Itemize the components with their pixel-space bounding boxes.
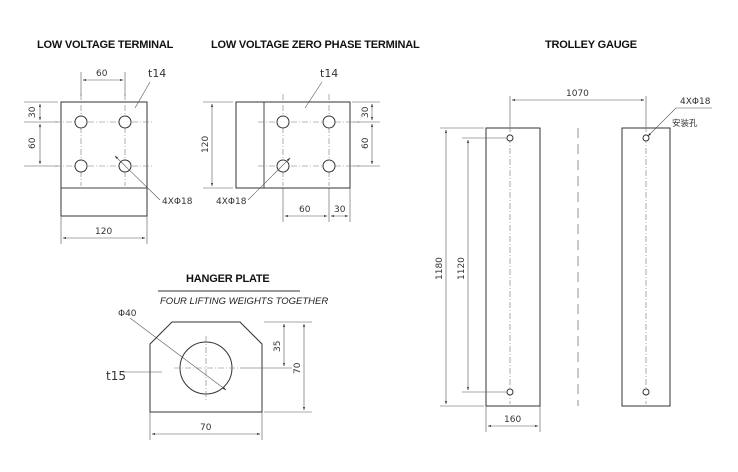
- title-low-voltage-zero-phase-terminal: LOW VOLTAGE ZERO PHASE TERMINAL: [211, 39, 420, 51]
- lvz-dim-right-top: 30: [361, 106, 371, 118]
- trolley-holes-leader: [647, 107, 677, 137]
- hanger-hole-leader: [129, 317, 227, 391]
- low-voltage-zero-phase-terminal-view: t14 120 30 60 4XΦ18 60 30: [201, 67, 380, 222]
- lvz-holes-note: 4XΦ18: [216, 197, 247, 207]
- lvz-hole: [322, 115, 336, 129]
- title-low-voltage-terminal: LOW VOLTAGE TERMINAL: [37, 39, 174, 51]
- hanger-plate-note: FOUR LIFTING WEIGHTS TOGETHER: [160, 296, 328, 307]
- lv-thickness-leader: [134, 81, 151, 109]
- lv-plate: [60, 101, 148, 189]
- lv-dim-left-top: 30: [28, 106, 38, 118]
- trolley-dim-top: 1070: [566, 89, 589, 99]
- trolley-hole: [642, 388, 650, 396]
- lvz-dim-left: 120: [201, 136, 211, 153]
- lvz-hole: [276, 159, 290, 173]
- hanger-thickness: t15: [106, 369, 126, 383]
- lvz-thickness-leader: [304, 81, 323, 109]
- lv-thickness: t14: [148, 67, 166, 80]
- hanger-hole-dia: Φ40: [118, 309, 137, 319]
- lvz-dim-bottom-b: 30: [334, 205, 346, 215]
- lvz-dim-right-mid: 60: [361, 137, 371, 149]
- trolley-dim-bottom: 160: [504, 415, 521, 425]
- lvz-hole: [276, 115, 290, 129]
- trolley-holes-note: 4XΦ18: [680, 97, 711, 107]
- title-hanger-plate: HANGER PLATE: [186, 273, 270, 285]
- lv-holes-leader: [114, 155, 161, 201]
- lvz-plate: [263, 101, 351, 189]
- lv-dim-bottom: 120: [95, 227, 112, 237]
- lv-dim-left-mid: 60: [28, 137, 38, 149]
- lv-hole: [74, 159, 88, 173]
- lv-dim-top: 60: [96, 69, 108, 79]
- lvz-dim-bottom-a: 60: [299, 205, 311, 215]
- hanger-dim-width: 70: [200, 423, 212, 433]
- trolley-dim-inner: 1120: [457, 257, 467, 280]
- lvz-holes-leader: [247, 157, 291, 201]
- hanger-plate-view: Φ40 35 70 t15 70: [106, 309, 312, 440]
- trolley-hole: [506, 388, 514, 396]
- low-voltage-terminal-view: 60 t14 30 60 4XΦ18 120: [24, 67, 193, 244]
- lv-hole: [118, 115, 132, 129]
- trolley-left-rail: [485, 127, 541, 407]
- trolley-hole-note: 安装孔: [672, 118, 698, 129]
- lvz-hole: [322, 159, 336, 173]
- hanger-dim-height: 70: [293, 362, 303, 374]
- lv-holes-note: 4XΦ18: [162, 197, 193, 207]
- trolley-hole: [642, 134, 650, 142]
- trolley-hole: [506, 134, 514, 142]
- lv-plate-lower: [60, 187, 148, 217]
- hanger-dim-center: 35: [273, 341, 283, 352]
- lvz-side-part: [235, 101, 265, 189]
- lvz-thickness: t14: [320, 67, 338, 80]
- trolley-dim-outer: 1180: [435, 257, 445, 280]
- title-trolley-gauge: TROLLEY GAUGE: [545, 39, 637, 51]
- lv-hole: [74, 115, 88, 129]
- trolley-gauge-view: 1070 4XΦ18 安装孔 1180 1120 160: [435, 89, 712, 432]
